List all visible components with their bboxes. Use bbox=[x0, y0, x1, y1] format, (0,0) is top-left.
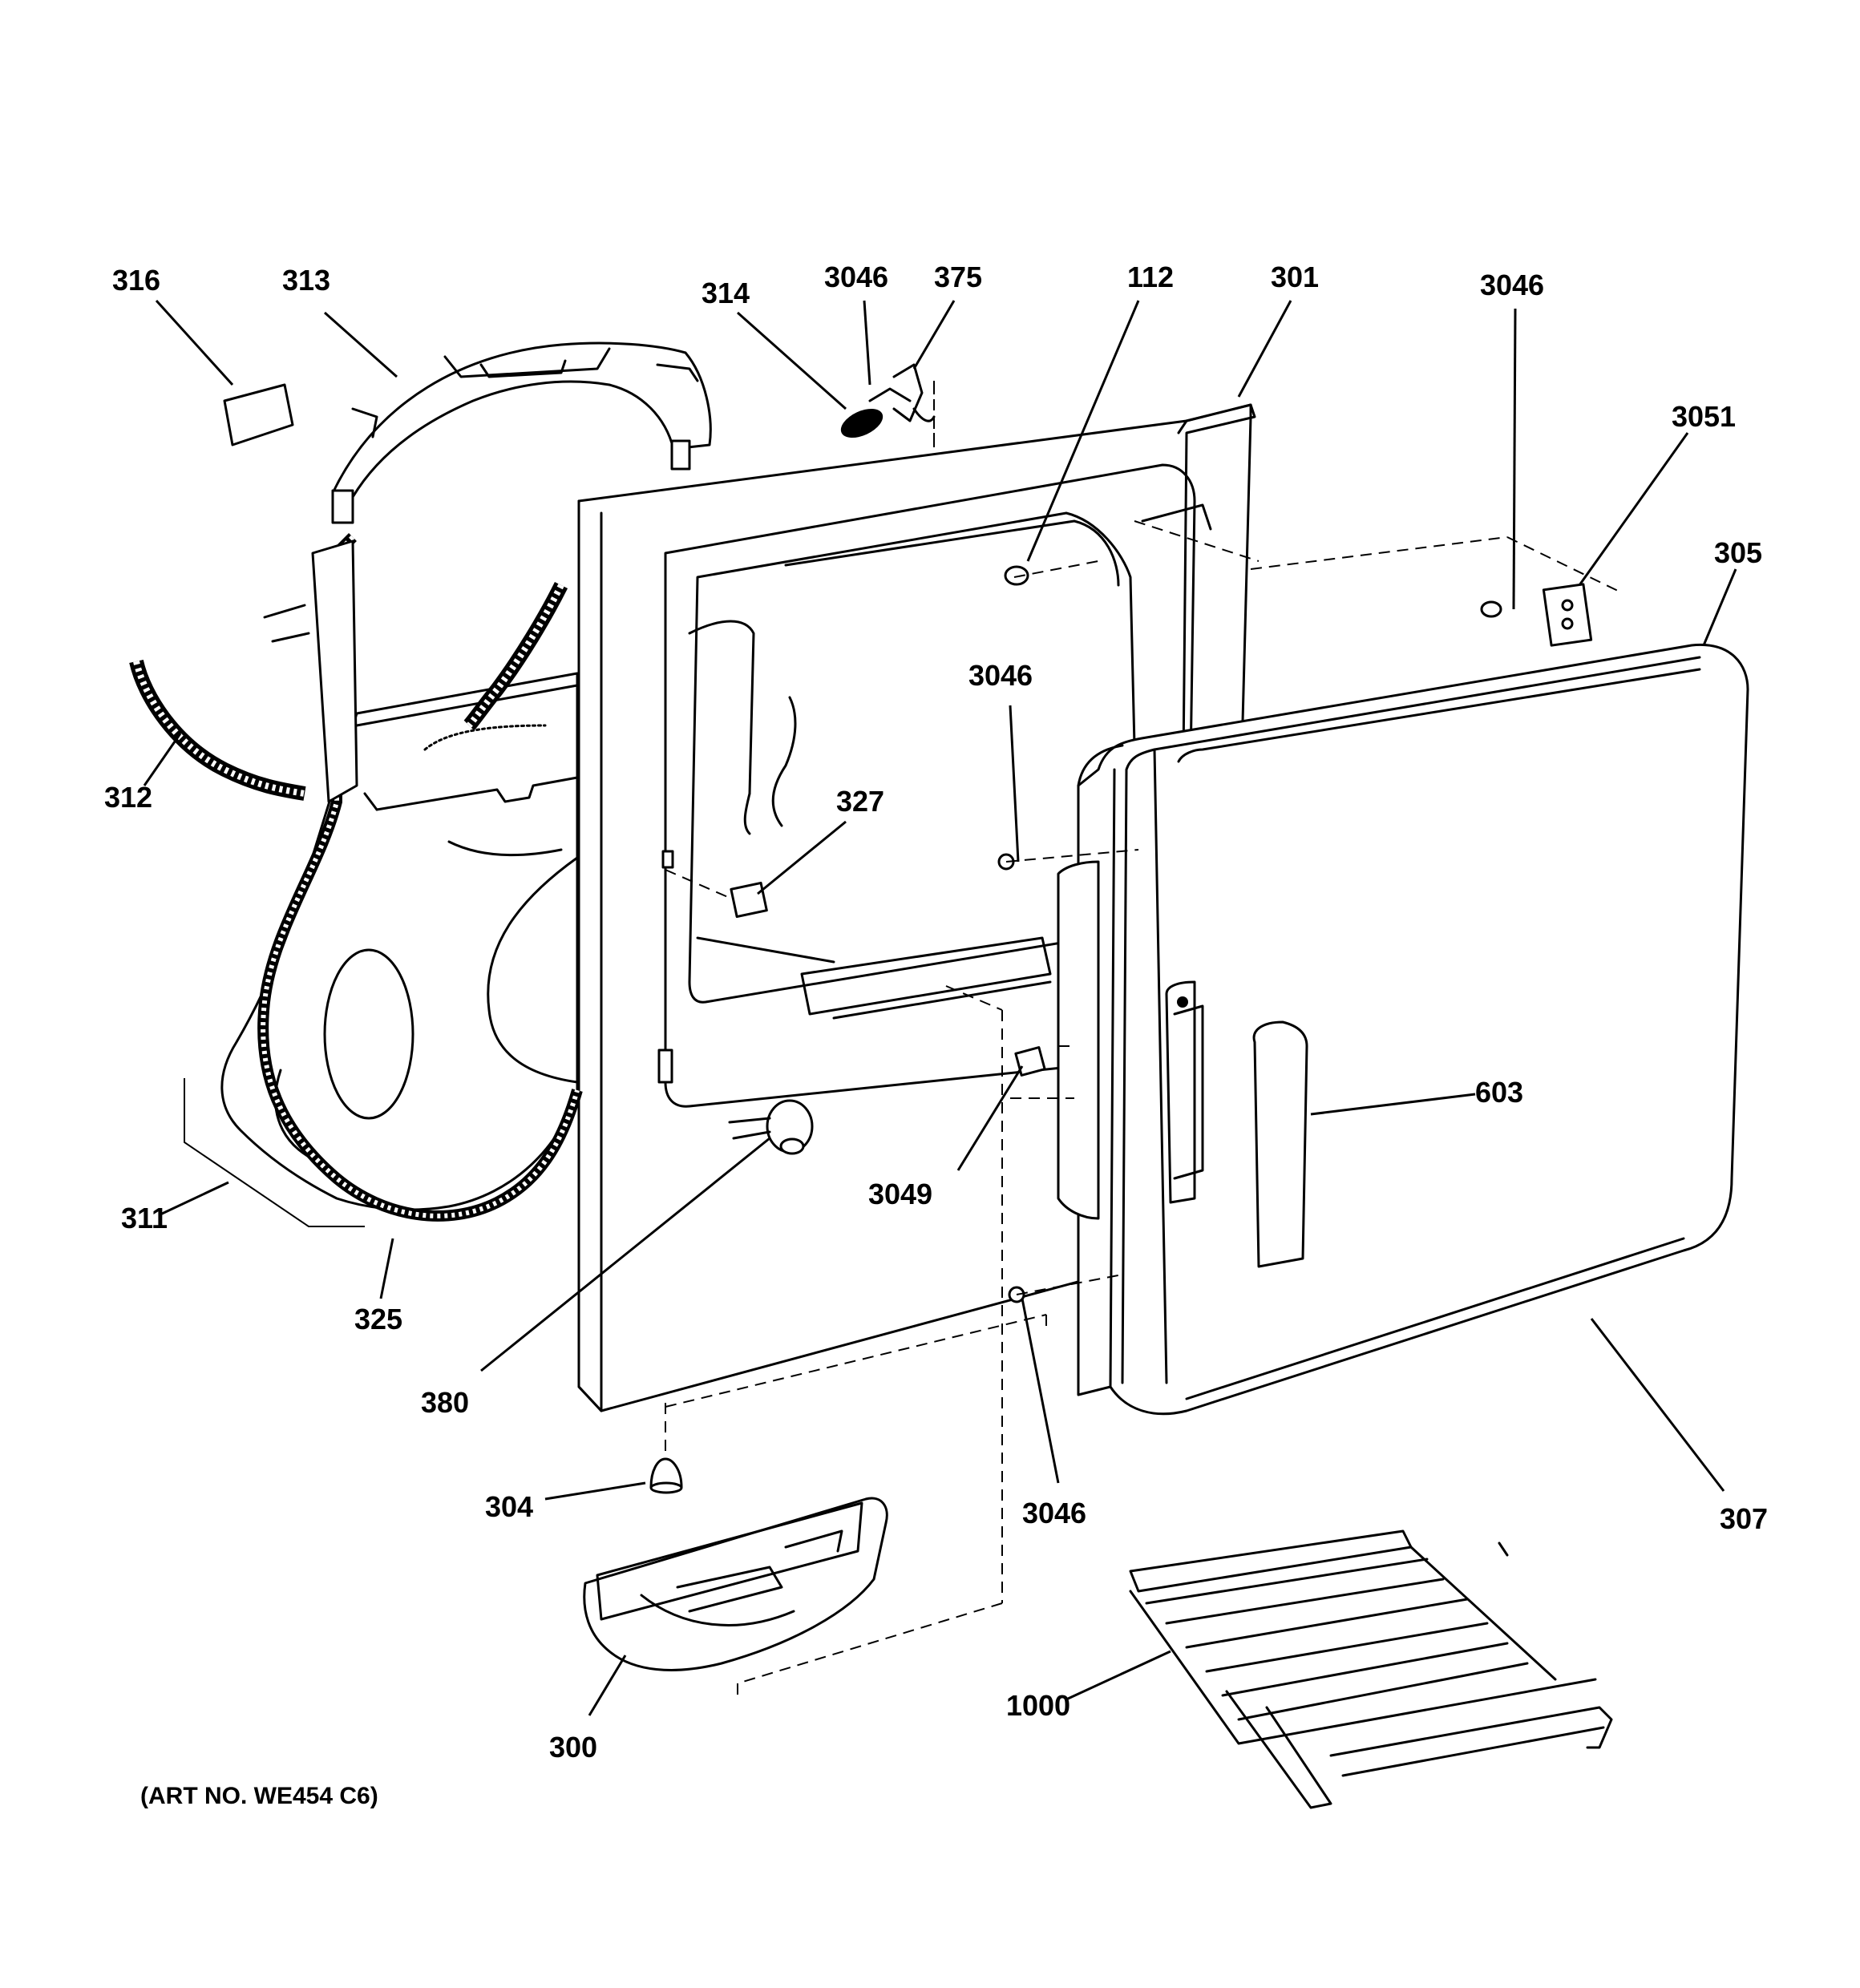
callout-301: 301 bbox=[1271, 261, 1319, 293]
part-316-strip bbox=[223, 383, 294, 446]
callout-316: 316 bbox=[112, 264, 160, 297]
callout-labels: 316 313 314 3046 375 112 301 3046 3051 3… bbox=[104, 261, 1768, 1809]
part-305-door bbox=[1057, 643, 1749, 1416]
callout-300: 300 bbox=[549, 1731, 597, 1764]
callout-3046: 3046 bbox=[824, 261, 888, 293]
callout-3049: 3049 bbox=[868, 1178, 932, 1210]
callout-304: 304 bbox=[485, 1490, 533, 1523]
callout-3046: 3046 bbox=[1480, 269, 1544, 301]
callout-3046: 3046 bbox=[968, 659, 1033, 692]
part-300-lint-filter bbox=[583, 1497, 888, 1671]
part-325-seal bbox=[257, 533, 583, 1222]
callout-3046: 3046 bbox=[1022, 1497, 1086, 1529]
part-304-foot bbox=[649, 1457, 683, 1494]
part-313-bracket bbox=[331, 341, 712, 524]
callout-380: 380 bbox=[421, 1386, 469, 1419]
leader-lines bbox=[143, 299, 1737, 1716]
part-311-drum-baffle bbox=[220, 672, 579, 1211]
callout-314: 314 bbox=[702, 277, 750, 309]
part-3051-hinge bbox=[1480, 583, 1593, 647]
callout-311: 311 bbox=[121, 1202, 168, 1234]
assembly-lines bbox=[184, 381, 1620, 1699]
callout-603: 603 bbox=[1475, 1076, 1523, 1109]
callout-112: 112 bbox=[1127, 261, 1174, 293]
callout-325: 325 bbox=[354, 1303, 402, 1335]
part-314-lamp-socket bbox=[840, 387, 912, 438]
part-375-switch bbox=[892, 363, 936, 437]
callout-313: 313 bbox=[282, 264, 330, 297]
callout-312: 312 bbox=[104, 781, 152, 814]
callout-3051: 3051 bbox=[1672, 400, 1736, 433]
callout-305: 305 bbox=[1714, 536, 1762, 569]
part-380-knob bbox=[728, 1099, 814, 1155]
art-number-caption: (ART NO. WE454 C6) bbox=[140, 1783, 378, 1809]
callout-327: 327 bbox=[836, 785, 884, 818]
part-312-felt-seal bbox=[129, 581, 568, 801]
callout-375: 375 bbox=[934, 261, 982, 293]
callout-307: 307 bbox=[1720, 1502, 1768, 1535]
callout-1000: 1000 bbox=[1006, 1689, 1070, 1722]
part-1000-rack bbox=[1129, 1529, 1613, 1809]
